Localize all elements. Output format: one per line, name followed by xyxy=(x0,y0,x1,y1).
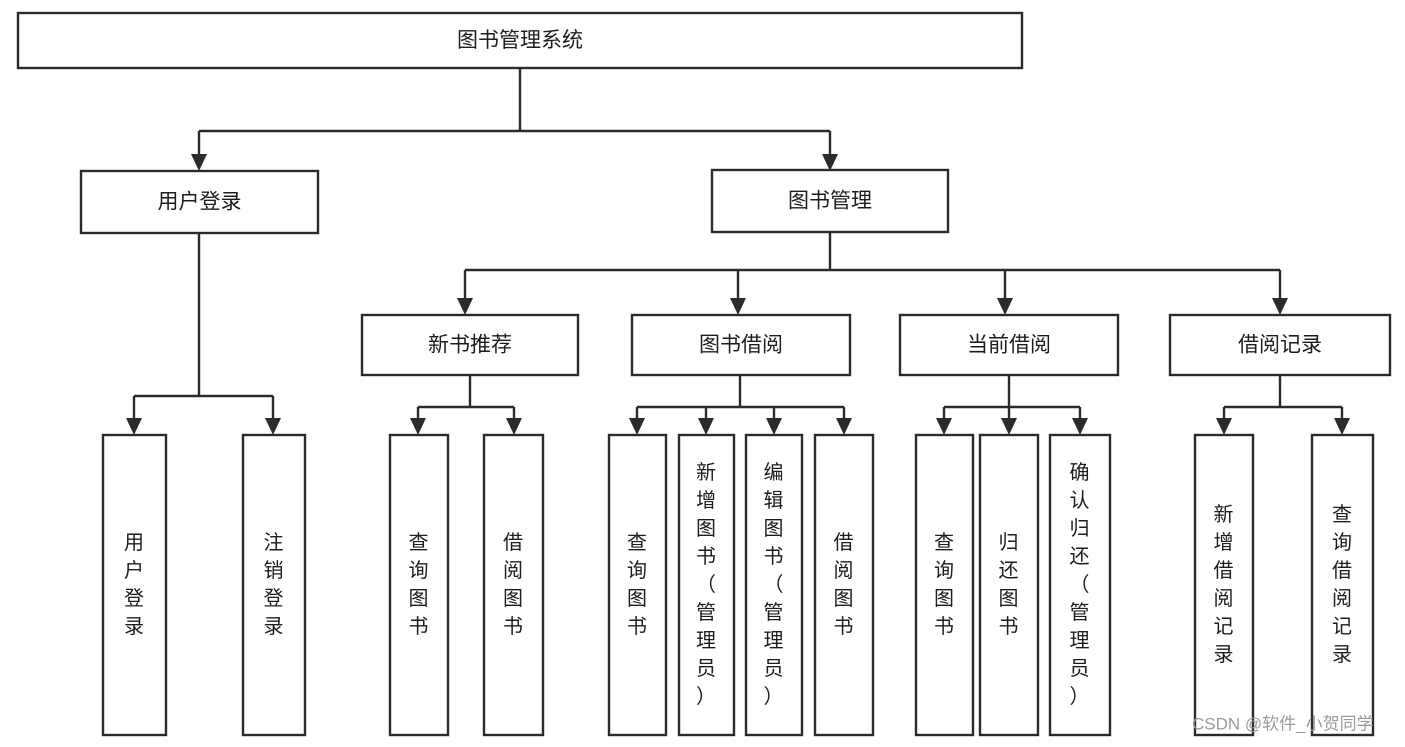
arrow-icon-root_to_level2-0 xyxy=(191,154,207,171)
leaf-node-9[interactable]: 归还图书 xyxy=(978,433,1040,737)
leaf-node-12[interactable]: 查询借阅记录 xyxy=(1310,433,1375,737)
leaf-node-box-2[interactable] xyxy=(388,433,450,737)
arrow-icon-book_mgmt_to_level3-0 xyxy=(457,298,473,315)
level3-node-0[interactable]: 新书推荐 xyxy=(360,313,580,377)
leaf-node-label-3: 借阅图书 xyxy=(503,531,524,638)
level3-node-1[interactable]: 图书借阅 xyxy=(630,313,852,377)
level3-node-label: 当前借阅 xyxy=(967,334,1051,357)
level2-node-box[interactable] xyxy=(710,168,950,234)
connector-group-root_to_level2 xyxy=(191,68,838,171)
leaf-node-10[interactable]: 确认归还（管理员） xyxy=(1048,433,1112,737)
arrow-icon-current_to_leaves-2 xyxy=(1072,418,1088,435)
connector-group-current_to_leaves xyxy=(936,375,1088,435)
leaf-node-label-1: 注销登录 xyxy=(264,531,285,638)
leaf-node-8[interactable]: 查询图书 xyxy=(914,433,975,737)
leaf-node-box-0[interactable] xyxy=(101,433,168,737)
arrow-icon-book_mgmt_to_level3-2 xyxy=(997,298,1013,315)
connector-group-new_book_to_leaves xyxy=(410,375,522,435)
leaf-node-box-8[interactable] xyxy=(914,433,975,737)
leaf-node-label-5: 新增图书（管理员） xyxy=(696,461,717,708)
leaf-node-label-8: 查询图书 xyxy=(934,531,955,638)
connector-layer xyxy=(126,68,1350,435)
leaf-node-0[interactable]: 用户登录 xyxy=(101,433,168,737)
leaf-node-label-10: 确认归还（管理员） xyxy=(1070,461,1091,708)
root-node[interactable]: 图书管理系统 xyxy=(16,11,1024,70)
level3-node-box[interactable] xyxy=(630,313,852,377)
level3-node-label: 借阅记录 xyxy=(1238,334,1322,357)
connector-group-user_login_to_leaves xyxy=(126,233,281,435)
arrow-icon-record_to_leaves-0 xyxy=(1216,418,1232,435)
node-layer: 图书管理系统用户登录图书管理新书推荐图书借阅当前借阅借阅记录用户登录注销登录查询… xyxy=(16,11,1392,737)
leaf-node-label-9: 归还图书 xyxy=(999,531,1020,638)
arrow-icon-borrow_to_leaves-3 xyxy=(836,418,852,435)
arrow-icon-user_login_to_leaves-0 xyxy=(126,418,142,435)
leaf-node-label-6: 编辑图书（管理员） xyxy=(764,461,785,708)
leaf-node-box-9[interactable] xyxy=(978,433,1040,737)
arrow-icon-book_mgmt_to_level3-3 xyxy=(1272,298,1288,315)
arrow-icon-current_to_leaves-1 xyxy=(1001,418,1017,435)
leaf-node-1[interactable]: 注销登录 xyxy=(241,433,307,737)
level2-node-label: 用户登录 xyxy=(158,191,242,214)
leaf-node-box-10[interactable] xyxy=(1048,433,1112,737)
arrow-icon-borrow_to_leaves-2 xyxy=(766,418,782,435)
level2-node-1[interactable]: 图书管理 xyxy=(710,168,950,234)
level3-node-2[interactable]: 当前借阅 xyxy=(898,313,1120,377)
level3-node-label: 新书推荐 xyxy=(428,334,512,357)
root-node-label: 图书管理系统 xyxy=(457,29,583,52)
connector-group-book_mgmt_to_level3 xyxy=(457,232,1288,315)
level2-node-label: 图书管理 xyxy=(788,190,872,213)
csdn-watermark: CSDN @软件_小贺同学 xyxy=(1192,714,1374,733)
root-node-box[interactable] xyxy=(16,11,1024,70)
leaf-node-box-11[interactable] xyxy=(1193,433,1255,737)
leaf-node-5[interactable]: 新增图书（管理员） xyxy=(677,433,736,737)
leaf-node-label-2: 查询图书 xyxy=(409,531,430,638)
leaf-node-box-5[interactable] xyxy=(677,433,736,737)
arrow-icon-user_login_to_leaves-1 xyxy=(265,418,281,435)
arrow-icon-borrow_to_leaves-1 xyxy=(698,418,714,435)
leaf-node-label-0: 用户登录 xyxy=(124,532,145,638)
level3-node-3[interactable]: 借阅记录 xyxy=(1168,313,1392,377)
connector-group-record_to_leaves xyxy=(1216,375,1350,435)
leaf-node-label-12: 查询借阅记录 xyxy=(1332,503,1353,666)
level3-node-label: 图书借阅 xyxy=(699,334,783,357)
arrow-icon-current_to_leaves-0 xyxy=(936,418,952,435)
arrow-icon-record_to_leaves-1 xyxy=(1334,418,1350,435)
connector-group-borrow_to_leaves xyxy=(629,375,852,435)
leaf-node-4[interactable]: 查询图书 xyxy=(607,433,668,737)
level3-node-box[interactable] xyxy=(1168,313,1392,377)
arrow-icon-borrow_to_leaves-0 xyxy=(629,418,645,435)
leaf-node-box-4[interactable] xyxy=(607,433,668,737)
arrow-icon-new_book_to_leaves-0 xyxy=(410,418,426,435)
leaf-node-2[interactable]: 查询图书 xyxy=(388,433,450,737)
level2-node-0[interactable]: 用户登录 xyxy=(79,169,320,235)
leaf-node-6[interactable]: 编辑图书（管理员） xyxy=(744,433,804,737)
level2-node-box[interactable] xyxy=(79,169,320,235)
leaf-node-7[interactable]: 借阅图书 xyxy=(813,433,875,737)
leaf-node-box-1[interactable] xyxy=(241,433,307,737)
arrow-icon-new_book_to_leaves-1 xyxy=(506,418,522,435)
arrow-icon-book_mgmt_to_level3-1 xyxy=(730,298,746,315)
leaf-node-box-12[interactable] xyxy=(1310,433,1375,737)
leaf-node-label-4: 查询图书 xyxy=(627,531,648,638)
leaf-node-box-7[interactable] xyxy=(813,433,875,737)
leaf-node-box-6[interactable] xyxy=(744,433,804,737)
leaf-node-label-11: 新增借阅记录 xyxy=(1214,503,1235,666)
leaf-node-box-3[interactable] xyxy=(482,433,545,737)
arrow-icon-root_to_level2-1 xyxy=(822,154,838,171)
level3-node-box[interactable] xyxy=(898,313,1120,377)
leaf-node-11[interactable]: 新增借阅记录 xyxy=(1193,433,1255,737)
level3-node-box[interactable] xyxy=(360,313,580,377)
leaf-node-3[interactable]: 借阅图书 xyxy=(482,433,545,737)
leaf-node-label-7: 借阅图书 xyxy=(834,531,855,638)
